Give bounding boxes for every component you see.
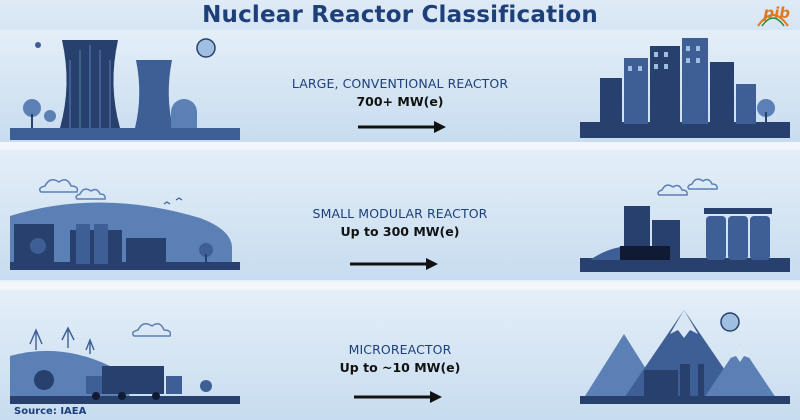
pib-logo	[752, 0, 794, 32]
cooling-tower-scene	[10, 38, 240, 140]
row-label-micro: MICROREACTOR	[348, 342, 452, 357]
row-divider	[0, 142, 800, 150]
arrow-icon	[354, 391, 442, 403]
row-capacity-smr: Up to 300 MW(e)	[340, 224, 460, 239]
row-capacity-micro: Up to ~10 MW(e)	[339, 360, 461, 375]
mountain-scene	[580, 310, 790, 404]
page-title: Nuclear Reactor Classification	[202, 2, 598, 28]
row-label-large: LARGE, CONVENTIONAL REACTOR	[291, 76, 509, 91]
logo-text: pib	[763, 4, 790, 22]
row-label-smr: SMALL MODULAR REACTOR	[312, 206, 488, 221]
row-divider	[0, 282, 800, 290]
city-scene	[580, 38, 790, 138]
industry-scene	[580, 178, 790, 272]
row-capacity-large: 700+ MW(e)	[356, 94, 444, 109]
source-note: Source: IAEA	[14, 406, 87, 417]
arrow-icon	[358, 121, 446, 133]
arrow-icon	[350, 258, 438, 270]
small-modular-reactor-scene	[10, 179, 240, 270]
microreactor-truck-scene	[10, 323, 240, 404]
